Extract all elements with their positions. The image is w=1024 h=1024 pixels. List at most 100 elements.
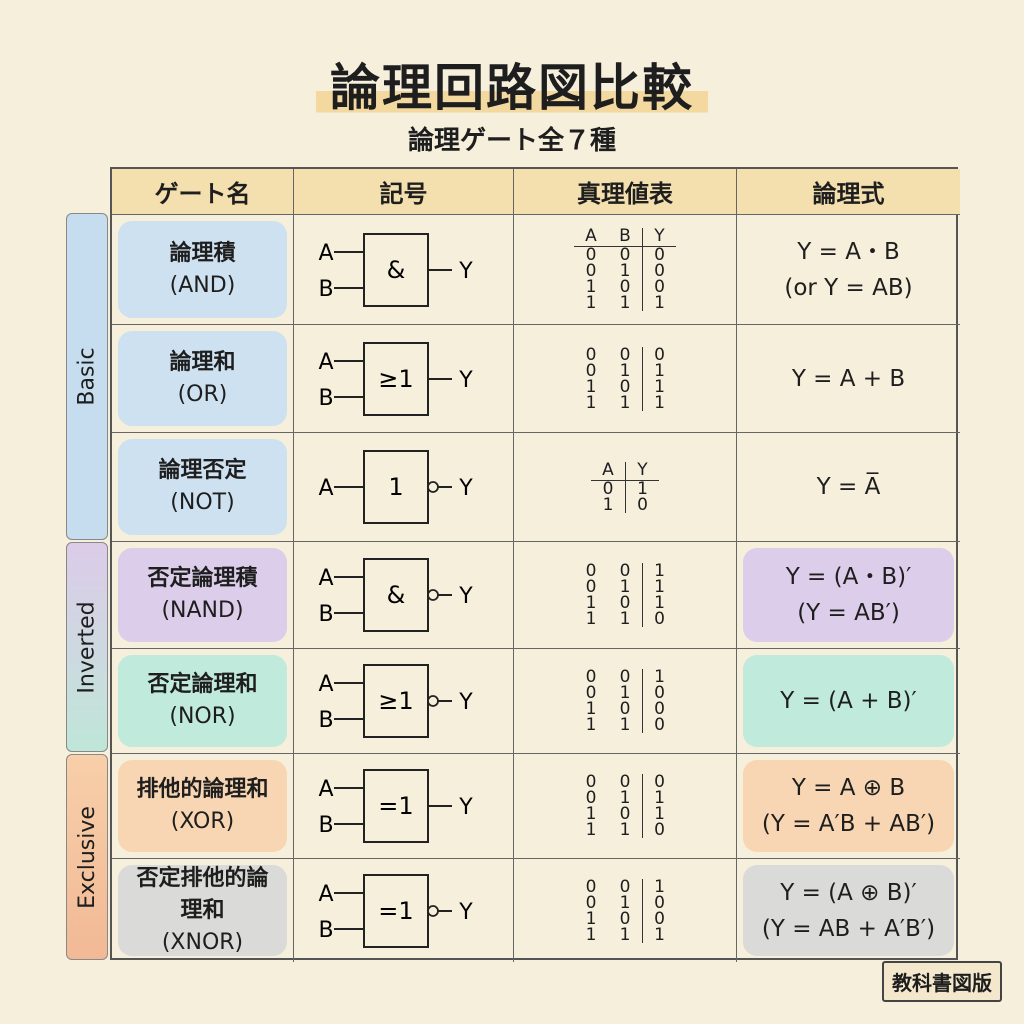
formula-line: Y = A・B [797,238,900,265]
color-wash [743,548,954,642]
gate-name-cell: 否定論理和(NOR) [112,649,294,754]
input-label: B [318,602,333,627]
page-title: 論理回路図比較 [0,48,1024,120]
truth-table-value: 1 [619,892,631,913]
truth-table-value: 1 [619,788,631,808]
truth-table-value: 1 [585,820,597,840]
truth-table-value: 1 [642,878,676,895]
truth-table-value: 1 [619,924,631,945]
formula-line: Y = A + B [791,365,906,392]
truth-table-value: 0 [642,346,676,363]
formula: Y = (A・B)′(Y = AB′) [786,559,912,631]
truth-table-header: A [591,461,625,481]
truth-table-value: 0 [619,772,631,792]
truth-table-value: 1 [625,480,659,497]
group-label: Exclusive [74,805,100,909]
gate-name-en: (AND) [169,272,236,298]
gate-name-ja: 否定論理積 [147,566,258,591]
color-wash [118,548,287,642]
formula-cell: Y = A + B [737,325,960,433]
truth-table-value: 0 [585,892,597,913]
truth-table-value: 1 [585,908,597,929]
group-label: Inverted [74,600,100,694]
formula-line: Y = (A + B)′ [780,688,917,714]
formula-line: Y = (A ⊕ B)′ [780,879,917,906]
gate-name-en: (OR) [177,381,228,407]
truth-table-value: 1 [619,820,631,840]
formula-cell: Y = A ⊕ B(Y = A′B + AB′) [737,754,960,859]
title-text: 論理回路図比較 [316,59,708,117]
gate-symbol-label: =1 [378,792,413,820]
group-label: Basic [74,347,100,406]
color-wash [118,439,287,535]
truth-table-value: 1 [642,669,676,686]
gate-symbol: &ABY [318,558,473,632]
truth-table-header: B [608,228,642,247]
gate-name-cell: 否定論理積(NAND) [112,542,294,649]
truth-table-value: 1 [619,715,631,735]
gate-name-cell: 論理否定(NOT) [112,433,294,542]
truth-table-value: 1 [585,593,597,613]
subtitle: 論理ゲート全７種 [407,126,616,156]
gate-name: 否定論理和(NOR) [147,669,257,733]
gate-name-ja: 論理否定 [158,458,247,483]
truth-table-value: 1 [619,609,631,629]
truth-table-value: 0 [642,263,676,280]
output-label: Y [458,368,473,393]
group-inverted: Inverted [66,542,108,752]
truth-table-value: 0 [619,245,631,265]
truth-table-value: 0 [585,561,597,581]
truth-table-value: 1 [642,378,676,395]
truth-table-value: 1 [642,790,676,807]
truth-table-value: 0 [619,908,631,929]
formula-line: Y = A̅ [816,474,881,500]
truth-table-value: 0 [585,683,597,703]
truth-table-value: 0 [619,667,631,687]
truth-table-value: 0 [642,894,676,911]
truth-table-value: 0 [625,496,659,513]
truth-table-value: 0 [619,561,631,581]
formula: Y = A ⊕ B(Y = A′B + AB′) [762,770,935,842]
truth-table-value: 0 [619,804,631,824]
truth-table-value: 1 [585,699,597,719]
truth-table-value: 1 [619,360,631,381]
gate-name-ja: 否定排他的論理和 [136,865,269,923]
truth-table-value: 0 [619,699,631,719]
gate-name: 論理積 (AND) [169,238,235,302]
formula: Y = A̅ [817,469,881,505]
inversion-bubble [426,481,439,493]
input-label: B [318,277,333,302]
truth-table-value: 1 [585,277,597,297]
truth-table-value: 1 [585,804,597,824]
gate-symbol: &ABY [318,232,473,307]
formula-line: Y = A ⊕ B [791,775,906,801]
group-basic: Basic [66,213,108,540]
truth-table-value: 1 [642,295,676,312]
gate-name-ja: 論理積 [169,240,236,266]
truth-table-value: 0 [585,360,597,381]
truth-table-value: 1 [619,577,631,597]
truth-table-value: 0 [619,277,631,297]
input-label: A [318,777,333,802]
truth-table-value: 0 [585,667,597,687]
output-label: Y [458,795,473,820]
formula-cell: Y = (A + B)′ [737,649,960,754]
truth-table-value: 1 [642,595,676,612]
input-label: B [318,708,333,733]
gate-symbol-label: 1 [388,473,403,501]
